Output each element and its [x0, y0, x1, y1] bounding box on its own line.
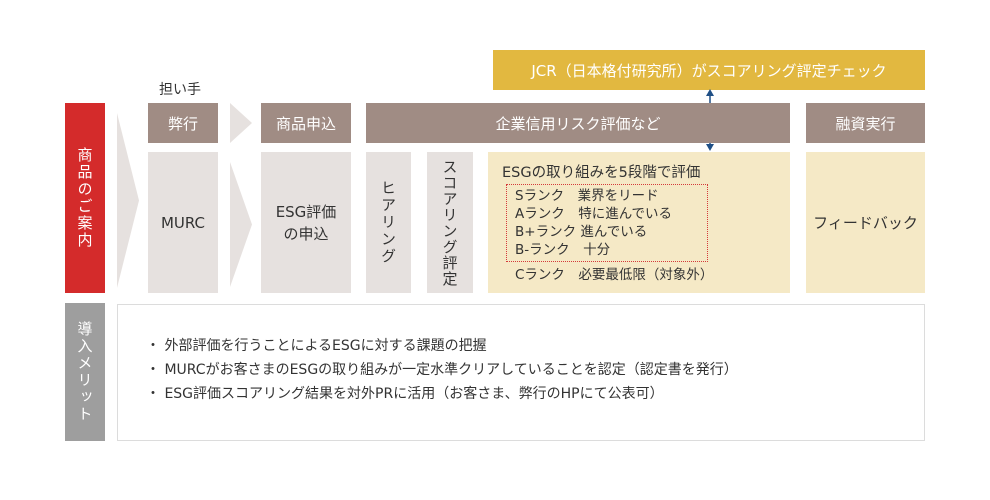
merit-item: ・ ESG評価スコアリング結果を対外PRに活用（お客さま、弊行のHPにて公表可）	[146, 386, 664, 402]
rank-item: B-ランク 十分	[515, 242, 611, 258]
rank-list-highlight: Sランク 業界をリード Aランク 特に進んでいる B+ランク 進んでいる B-ラ…	[506, 184, 708, 262]
jcr-check-banner: JCR（日本格付研究所）がスコアリング評定チェック	[493, 50, 925, 90]
merit-item: ・ MURCがお客さまのESGの取り組みが一定水準クリアしていることを認定（認定…	[146, 362, 738, 378]
merit-item: ・ 外部評価を行うことによるESGに対する課題の把握	[146, 338, 487, 354]
flow-chevron-large	[117, 113, 139, 288]
esg-evaluation-box: ESGの取り組みを5段階で評価 Sランク 業界をリード Aランク 特に進んでいる…	[488, 152, 790, 293]
side-label-merits: 導入メリット	[65, 303, 105, 441]
flow-chevron-middle	[230, 162, 252, 287]
cell-scoring: スコアリング評定	[427, 152, 473, 293]
jcr-check-text: JCR（日本格付研究所）がスコアリング評定チェック	[531, 61, 887, 80]
flow-arrow-small	[230, 103, 252, 143]
cell-esg-application: ESG評価 の申込	[261, 152, 351, 293]
cell-hearing: ヒアリング	[366, 152, 411, 293]
header-bank: 弊行	[148, 103, 218, 143]
rank-item: B+ランク 進んでいる	[515, 224, 648, 240]
merits-box: ・ 外部評価を行うことによるESGに対する課題の把握 ・ MURCがお客さまのE…	[117, 304, 925, 441]
header-evaluation: 企業信用リスク評価など	[366, 103, 790, 143]
side-label-products: 商品のご案内	[65, 103, 105, 293]
rank-item: Sランク 業界をリード	[515, 188, 659, 204]
rank-item: Aランク 特に進んでいる	[515, 206, 673, 222]
rank-item-c: Cランク 必要最低限（対象外）	[515, 267, 714, 283]
side-label-products-text: 商品のご案内	[75, 147, 94, 249]
esg-evaluation-title: ESGの取り組みを5段階で評価	[502, 165, 701, 181]
cell-murc: MURC	[148, 152, 218, 293]
header-application: 商品申込	[261, 103, 351, 143]
side-label-merits-text: 導入メリット	[75, 321, 94, 423]
cell-feedback: フィードバック	[806, 152, 925, 293]
bearer-label: 担い手	[159, 82, 201, 98]
header-execution: 融資実行	[806, 103, 925, 143]
